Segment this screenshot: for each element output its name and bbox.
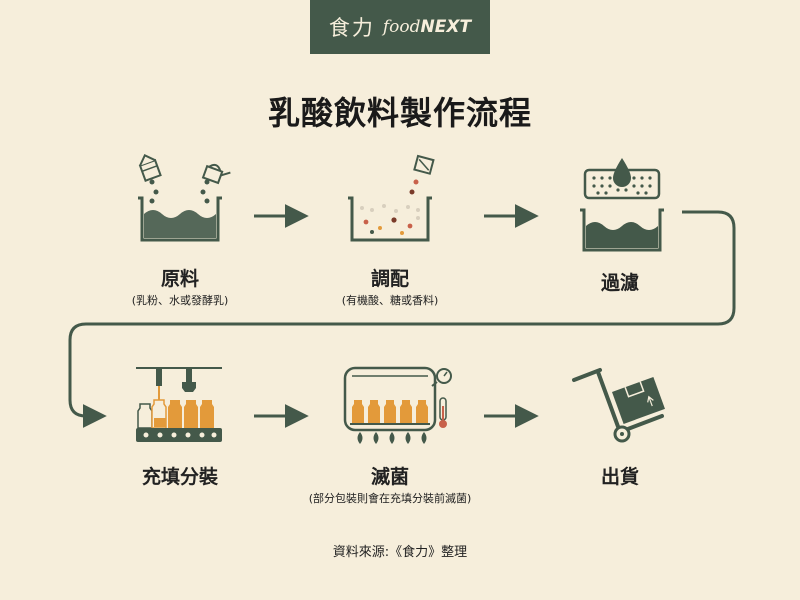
step-label-sterilization: 滅菌 [370, 466, 409, 488]
flow-connector [68, 210, 736, 428]
bottle-filling-icon [136, 367, 222, 442]
source-note: 資料來源:《食力》整理 [332, 545, 468, 560]
step-label-raw-material: 原料 [160, 268, 199, 290]
step-sub-blending: (有機酸、糖或香料) [341, 294, 439, 307]
step-sub-sterilization: (部分包裝則會在充填分裝前滅菌) [308, 492, 472, 505]
filter-pot-icon [580, 158, 664, 252]
hand-truck-icon [572, 368, 665, 443]
brand-name-next: NEXT [420, 17, 472, 37]
step-label-filtration: 過濾 [600, 272, 639, 294]
step-label-blending: 調配 [370, 268, 409, 290]
step-sub-raw-material: (乳粉、水或發酵乳) [131, 294, 229, 307]
mixing-pot-icon [138, 154, 231, 242]
page-title: 乳酸飲料製作流程 [267, 94, 532, 132]
sterilization-tank-icon [343, 366, 452, 444]
brand-name-food: food [382, 17, 421, 37]
brand-name-cn: 食力 [328, 16, 375, 40]
blending-pot-icon [348, 154, 435, 242]
step-label-filling: 充填分裝 [141, 466, 218, 488]
step-label-shipping: 出貨 [600, 466, 639, 488]
